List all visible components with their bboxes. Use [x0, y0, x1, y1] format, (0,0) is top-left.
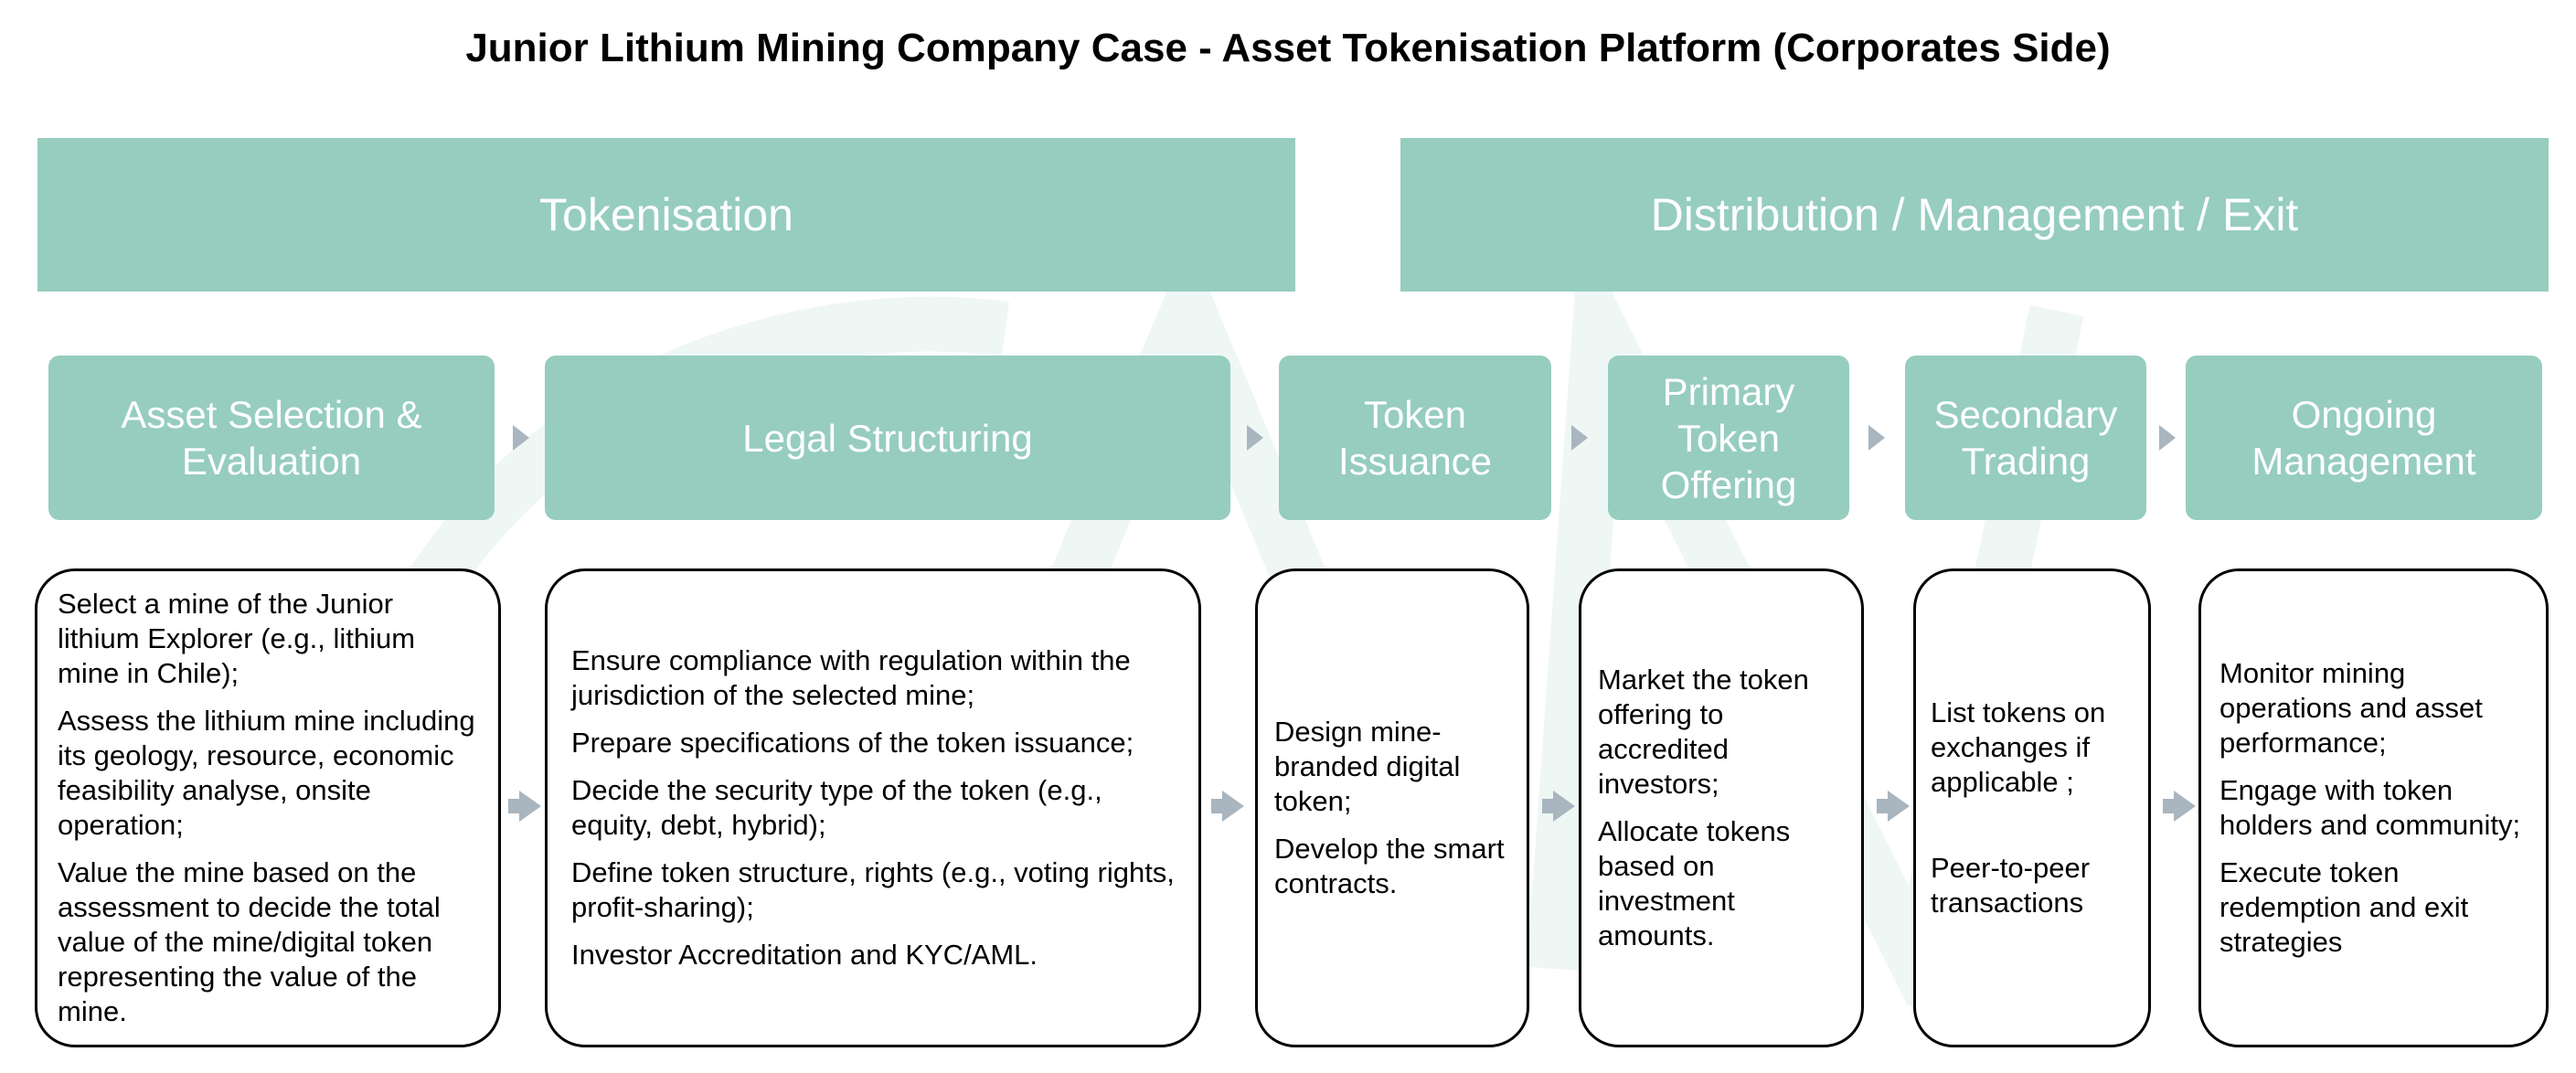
diagram-title: Junior Lithium Mining Company Case - Ass… [465, 26, 2111, 70]
detail-item: Market the token offering to accredited … [1598, 664, 1809, 800]
detail-item: List tokens on exchanges if applicable ; [1931, 696, 2106, 798]
stage-primary-token-offering: Primary Token Offering [1608, 356, 1849, 520]
detail-card-token-issuance: Design mine-branded digital token; Devel… [1255, 568, 1529, 1047]
detail-card-primary-offering: Market the token offering to accredited … [1579, 568, 1864, 1047]
stage-arrow-1 [513, 425, 529, 451]
detail-arrow-3 [1542, 791, 1575, 822]
stage-token-issuance: Token Issuance [1279, 356, 1551, 520]
detail-card-asset-selection: Select a mine of the Junior lithium Expl… [35, 568, 501, 1047]
stage-ongoing-management: Ongoing Management [2186, 356, 2542, 520]
detail-item: Execute token redemption and exit strate… [2219, 856, 2469, 958]
detail-item: Monitor mining operations and asset perf… [2219, 657, 2483, 759]
detail-card-legal-structuring: Ensure compliance with regulation within… [545, 568, 1201, 1047]
stage-label: Legal Structuring [742, 416, 1033, 460]
stage-arrow-4 [1868, 425, 1885, 451]
detail-item: Define token structure, rights (e.g., vo… [571, 856, 1175, 923]
stage-label: Secondary Trading [1933, 393, 2118, 483]
stage-secondary-trading: Secondary Trading [1905, 356, 2146, 520]
detail-item: Select a mine of the Junior lithium Expl… [58, 588, 416, 689]
stage-label: Asset Selection & Evaluation [121, 393, 422, 483]
detail-arrow-1 [508, 791, 541, 822]
stage-label: Ongoing Management [2251, 393, 2476, 483]
detail-item: Decide the security type of the token (e… [571, 774, 1102, 841]
phase-tokenisation: Tokenisation [37, 138, 1295, 292]
detail-item: Develop the smart contracts. [1274, 833, 1505, 899]
phase-label: Distribution / Management / Exit [1650, 189, 2299, 240]
detail-item: Prepare specifications of the token issu… [571, 727, 1134, 759]
detail-arrow-2 [1211, 791, 1244, 822]
stage-label: Token Issuance [1337, 393, 1493, 483]
stage-label: Primary Token Offering [1660, 369, 1797, 506]
detail-item: Value the mine based on the assessment t… [58, 856, 441, 1027]
detail-arrow-4 [1877, 791, 1910, 822]
detail-card-secondary-trading: List tokens on exchanges if applicable ;… [1913, 568, 2151, 1047]
phase-distribution-management-exit: Distribution / Management / Exit [1400, 138, 2549, 292]
detail-item: Investor Accreditation and KYC/AML. [571, 939, 1038, 971]
detail-arrow-5 [2163, 791, 2196, 822]
detail-item: Design mine-branded digital token; [1274, 716, 1461, 817]
detail-item: Ensure compliance with regulation within… [571, 644, 1131, 711]
stage-arrow-2 [1247, 425, 1263, 451]
stage-legal-structuring: Legal Structuring [545, 356, 1230, 520]
detail-item: Peer-to-peer transactions [1931, 852, 2091, 919]
detail-item: Allocate tokens based on investment amou… [1598, 815, 1791, 951]
stage-arrow-5 [2159, 425, 2176, 451]
stage-asset-selection: Asset Selection & Evaluation [48, 356, 495, 520]
stage-arrow-3 [1571, 425, 1588, 451]
detail-item: Engage with token holders and community; [2219, 774, 2521, 841]
phase-label: Tokenisation [539, 189, 793, 240]
detail-card-ongoing-management: Monitor mining operations and asset perf… [2198, 568, 2549, 1047]
detail-item: Assess the lithium mine including its ge… [58, 705, 475, 841]
